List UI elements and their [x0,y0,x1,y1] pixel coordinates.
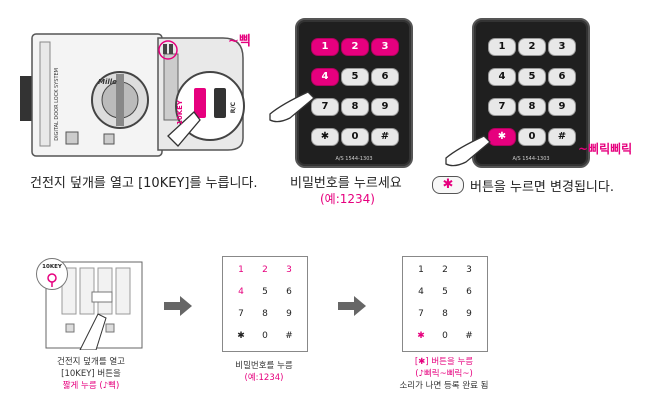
keypad-key[interactable]: 4 [311,68,339,86]
keypad-key[interactable]: # [371,128,399,146]
keypad-key[interactable]: 8 [518,98,546,116]
keypad-key[interactable]: 1 [238,265,244,275]
as-number: A/S 1544-1303 [335,156,373,162]
keypad-key[interactable]: 8 [442,309,448,319]
as-number: A/S 1544-1303 [512,156,550,162]
keypad-key[interactable]: 9 [466,309,472,319]
keypad-key[interactable]: 2 [442,265,448,275]
step3-caption: 버튼을 누르면 변경됩니다. [470,180,614,195]
keypad-key[interactable]: 0 [518,128,546,146]
keypad-key[interactable]: 1 [311,38,339,56]
keypad-key[interactable]: 0 [341,128,369,146]
device-label-text: DIGITAL DOOR LOCK SYSTEM [54,68,60,141]
keypad-key[interactable]: 3 [286,265,292,275]
keypad-key[interactable]: 8 [262,309,268,319]
keypad-key[interactable]: 0 [442,331,448,341]
bottom-step1-caption: 건전지 덮개를 열고 [10KEY] 버튼을 짧게 누름 (♪삑) [57,357,125,391]
brand-logo: Mille [98,78,117,86]
keypad-key[interactable]: 1 [418,265,424,275]
keypad-key[interactable]: 2 [341,38,369,56]
keypad-key[interactable]: 6 [548,68,576,86]
keypad-key[interactable]: 0 [262,331,268,341]
keypad-key[interactable]: 9 [371,98,399,116]
door-lock-drawing [20,33,245,157]
keypad-key[interactable]: 6 [286,287,292,297]
keypad-key[interactable]: 7 [311,98,339,116]
keypad-key[interactable]: # [548,128,576,146]
keypad-key[interactable]: 4 [238,287,244,297]
bottom-step2-caption: 비밀번호를 누름 (예:1234) [235,361,293,383]
keypad-key[interactable]: 7 [238,309,244,319]
right-arrow-icon [338,296,366,316]
keypad-key[interactable]: 5 [341,68,369,86]
keypad-key[interactable]: 2 [518,38,546,56]
keypad-key[interactable]: 7 [488,98,516,116]
keypad-key[interactable]: 5 [518,68,546,86]
small-keypad-step3: 1 2 3 4 5 6 7 8 9 ✱ 0 # [402,256,488,352]
bottom-step1-illustration: 10KEY [36,258,146,351]
star-key-badge: ✱ [432,176,464,194]
right-arrow-icon [164,296,192,316]
keypad-key[interactable]: ✱ [417,331,425,341]
beep-sound-text: ~삑 [228,34,251,49]
keypad-key[interactable]: ✱ [237,331,245,341]
hand-pointer-icon [445,135,491,167]
keypad-key[interactable]: 9 [286,309,292,319]
keypad-key[interactable]: 8 [341,98,369,116]
keypad-key[interactable]: 3 [466,265,472,275]
step2-example: (예:1234) [320,192,375,206]
keypad-key[interactable]: 9 [548,98,576,116]
step2-caption: 비밀번호를 누르세요 [290,176,402,191]
tenkey-zoom-circle: 10KEY [36,258,68,290]
keypad-key[interactable]: 7 [418,309,424,319]
small-keypad-step2: 1 2 3 4 5 6 7 8 9 ✱ 0 # [222,256,308,352]
rc-label: R/C [230,102,237,114]
keypad-key[interactable]: 4 [488,68,516,86]
door-lock-back-drawing [45,261,143,351]
button-icon [47,273,57,287]
keypad-key[interactable]: 6 [371,68,399,86]
keypad-key[interactable]: # [285,331,293,341]
beep-beep-sound-text: ~삐릭삐릭 [578,142,633,156]
bottom-step3-caption: [✱] 버튼을 누름 (♪삐릭~삐릭~) 소리가 나면 등록 완료 됨 [399,357,489,391]
keypad-key[interactable]: 2 [262,265,268,275]
keypad-key[interactable]: 3 [371,38,399,56]
keypad-key[interactable]: 1 [488,38,516,56]
step1-caption: 건전지 덮개를 열고 [10KEY]를 누릅니다. [30,176,258,191]
keypad-key[interactable]: ✱ [311,128,339,146]
keypad-key[interactable]: 5 [262,287,268,297]
keypad-key[interactable]: # [465,331,473,341]
step1-illustration: DIGITAL DOOR LOCK SYSTEM Mille 10KEY R/C [18,28,253,163]
hand-pointer-icon [269,91,315,123]
tenkey-zoom-label: 10KEY [42,264,62,270]
keypad-key[interactable]: 5 [442,287,448,297]
keypad-key[interactable]: 4 [418,287,424,297]
tenkey-label: 10KEY [176,100,184,126]
keypad-key[interactable]: ✱ [488,128,516,146]
keypad-key[interactable]: 6 [466,287,472,297]
keypad-key[interactable]: 3 [548,38,576,56]
